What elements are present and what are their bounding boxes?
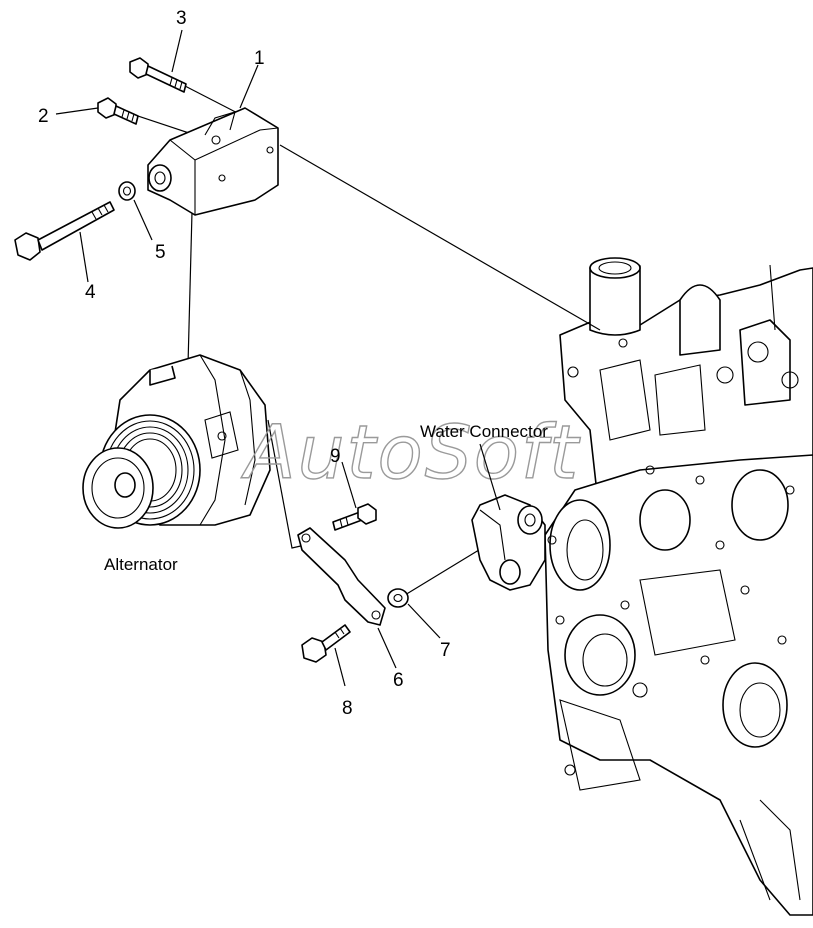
bolt-9 [332, 503, 377, 531]
bolt-4 [14, 201, 115, 261]
callout-3: 3 [176, 8, 187, 29]
callout-7: 7 [440, 640, 451, 661]
callout-1: 1 [254, 48, 265, 69]
callout-8: 8 [342, 698, 353, 719]
callout-2: 2 [38, 106, 49, 127]
brace-6 [297, 527, 386, 626]
washer-5 [118, 181, 136, 201]
alternator [82, 354, 271, 529]
water-connector-label: Water Connector [420, 422, 548, 441]
callout-4: 4 [85, 282, 96, 303]
callout-5: 5 [155, 242, 166, 263]
callout-6: 6 [393, 670, 404, 691]
callout-9: 9 [330, 446, 341, 467]
watermark: AutoSoft [241, 410, 581, 496]
bolt-3 [129, 57, 187, 93]
callout-numbers: 1 2 3 4 5 6 7 8 9 [38, 8, 451, 719]
bolt-8 [301, 624, 351, 663]
callout-leaders [55, 29, 501, 687]
alternator-label: Alternator [104, 555, 178, 574]
washer-7 [387, 588, 409, 608]
engine-block [544, 257, 813, 916]
bolt-2 [97, 97, 139, 125]
alternator-bracket [147, 107, 279, 216]
water-connector [471, 494, 546, 591]
